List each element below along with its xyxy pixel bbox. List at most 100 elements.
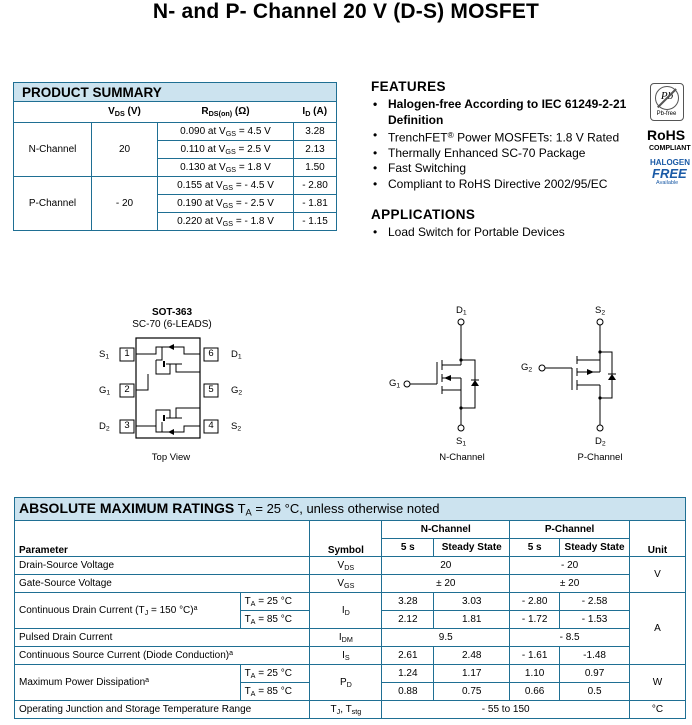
application-item: Load Switch for Portable Devices bbox=[371, 225, 651, 241]
rds-cell: 0.130 at VGS = 1.8 V bbox=[157, 158, 294, 177]
halogen-free: FREE bbox=[652, 166, 687, 181]
rds-cell: 0.190 at VGS = - 2.5 V bbox=[157, 194, 294, 213]
feature-item: Fast Switching bbox=[371, 161, 651, 177]
value-cell: - 2.80 bbox=[509, 592, 561, 611]
value-cell: - 1.61 bbox=[509, 646, 561, 665]
param-tj: Operating Junction and Storage Temperatu… bbox=[13, 700, 311, 719]
col-steady-state: Steady State bbox=[559, 538, 631, 557]
page-title: N- and P- Channel 20 V (D-S) MOSFET bbox=[152, 0, 540, 23]
pin-number-5: 5 bbox=[208, 384, 214, 395]
col-parameter: Parameter bbox=[13, 520, 311, 557]
applications-list: Load Switch for Portable Devices bbox=[371, 225, 651, 241]
value-cell: - 20 bbox=[509, 556, 631, 575]
value-cell: ± 20 bbox=[381, 574, 511, 593]
product-summary-header: PRODUCT SUMMARY bbox=[13, 82, 337, 102]
param-vgs: Gate-Source Voltage bbox=[13, 574, 311, 593]
package-sub: SC-70 (6-LEADS) bbox=[132, 319, 212, 330]
value-cell: 1.17 bbox=[433, 664, 511, 683]
col-p-channel: P-Channel bbox=[509, 520, 631, 539]
value-cell: 0.97 bbox=[559, 664, 631, 683]
value-cell: ± 20 bbox=[509, 574, 631, 593]
value-cell: 2.12 bbox=[381, 610, 435, 629]
value-cell: 1.24 bbox=[381, 664, 435, 683]
value-cell: - 1.53 bbox=[559, 610, 631, 629]
value-cell: - 55 to 150 bbox=[381, 700, 631, 719]
rohs-compliant: COMPLIANT bbox=[649, 145, 691, 152]
pin-number-6: 6 bbox=[208, 348, 214, 359]
param-is: Continuous Source Current (Diode Conduct… bbox=[13, 646, 311, 665]
value-cell: 1.10 bbox=[509, 664, 561, 683]
features-heading: FEATURES bbox=[371, 79, 446, 94]
value-cell: 0.5 bbox=[559, 682, 631, 701]
rds-cell: 0.220 at VGS = - 1.8 V bbox=[157, 212, 294, 231]
pin-number-2: 2 bbox=[124, 384, 130, 395]
col-id: ID (A) bbox=[293, 101, 337, 123]
pb-free-badge: Pb Pb-free bbox=[650, 83, 684, 121]
id-cell: 3.28 bbox=[293, 122, 337, 141]
id-cell: 1.50 bbox=[293, 158, 337, 177]
pin-number-1: 1 bbox=[124, 348, 130, 359]
unit-w: W bbox=[629, 664, 686, 701]
param-id: Continuous Drain Current (TJ = 150 °C)a bbox=[14, 592, 241, 629]
rds-cell: 0.155 at VGS = - 4.5 V bbox=[157, 176, 294, 195]
n-source-label: S1 bbox=[456, 436, 467, 448]
param-pd: Maximum Power Dissipationa bbox=[14, 664, 241, 701]
p-drain-label: D2 bbox=[595, 436, 606, 448]
feature-item: Thermally Enhanced SC-70 Package bbox=[371, 146, 651, 162]
pin-label-d2: D2 bbox=[99, 421, 110, 433]
col-rds: RDS(on) (Ω) bbox=[157, 101, 294, 123]
top-view-label: Top View bbox=[151, 452, 191, 463]
amr-header: ABSOLUTE MAXIMUM RATINGS TA = 25 °C, unl… bbox=[14, 497, 686, 521]
value-cell: 20 bbox=[381, 556, 511, 575]
p-source-label: S2 bbox=[595, 305, 606, 317]
p-channel-label: P-Channel bbox=[13, 176, 92, 231]
n-gate-label: G1 bbox=[389, 378, 401, 390]
value-cell: - 2.58 bbox=[559, 592, 631, 611]
symbol-vgs: VGS bbox=[309, 574, 383, 593]
p-channel-vds: - 20 bbox=[91, 176, 158, 231]
halogen-label: HALOGEN bbox=[650, 158, 690, 167]
id-cell: - 2.80 bbox=[293, 176, 337, 195]
id-cell: - 1.81 bbox=[293, 194, 337, 213]
value-cell: 3.28 bbox=[381, 592, 435, 611]
value-cell: 2.61 bbox=[381, 646, 435, 665]
value-cell: 9.5 bbox=[381, 628, 511, 647]
pin-number-4: 4 bbox=[208, 420, 214, 431]
value-cell: 2.48 bbox=[433, 646, 511, 665]
pb-free-icon: Pb bbox=[655, 86, 679, 110]
id-cell: - 1.15 bbox=[293, 212, 337, 231]
sot363-pinout-diagram bbox=[119, 337, 219, 439]
halogen-available: Available bbox=[656, 180, 679, 186]
value-cell: 1.81 bbox=[433, 610, 511, 629]
unit-v: V bbox=[629, 556, 686, 593]
value-cell: - 1.72 bbox=[509, 610, 561, 629]
col-symbol: Symbol bbox=[309, 520, 383, 557]
p-channel-symbol bbox=[538, 318, 616, 432]
value-cell: 0.75 bbox=[433, 682, 511, 701]
n-drain-label: D1 bbox=[456, 305, 467, 317]
value-cell: 3.03 bbox=[433, 592, 511, 611]
feature-item: Compliant to RoHS Directive 2002/95/EC bbox=[371, 177, 651, 193]
symbol-pd: PD bbox=[309, 664, 383, 701]
n-channel-symbol bbox=[403, 318, 479, 432]
col-steady-state: Steady State bbox=[433, 538, 511, 557]
symbol-idm: IDM bbox=[309, 628, 383, 647]
symbol-is: IS bbox=[309, 646, 383, 665]
param-vds: Drain-Source Voltage bbox=[13, 556, 311, 575]
feature-item: Halogen-free According to IEC 61249-2-21… bbox=[371, 97, 651, 128]
rds-cell: 0.090 at VGS = 4.5 V bbox=[157, 122, 294, 141]
pin-label-d1: D1 bbox=[231, 349, 242, 361]
symbol-tj: TJ, Tstg bbox=[309, 700, 383, 719]
n-channel-label: N-Channel bbox=[13, 122, 92, 177]
value-cell: -1.48 bbox=[559, 646, 631, 665]
p-channel-caption: P-Channel bbox=[577, 452, 623, 463]
pin-label-g2: G2 bbox=[231, 385, 243, 397]
symbol-vds: VDS bbox=[309, 556, 383, 575]
value-cell: 0.88 bbox=[381, 682, 435, 701]
col-unit: Unit bbox=[629, 520, 686, 557]
n-channel-vds: 20 bbox=[91, 122, 158, 177]
features-list: Halogen-free According to IEC 61249-2-21… bbox=[371, 97, 651, 192]
rds-cell: 0.110 at VGS = 2.5 V bbox=[157, 140, 294, 159]
applications-heading: APPLICATIONS bbox=[371, 207, 476, 222]
absolute-maximum-ratings-table: ABSOLUTE MAXIMUM RATINGS TA = 25 °C, unl… bbox=[13, 497, 686, 719]
